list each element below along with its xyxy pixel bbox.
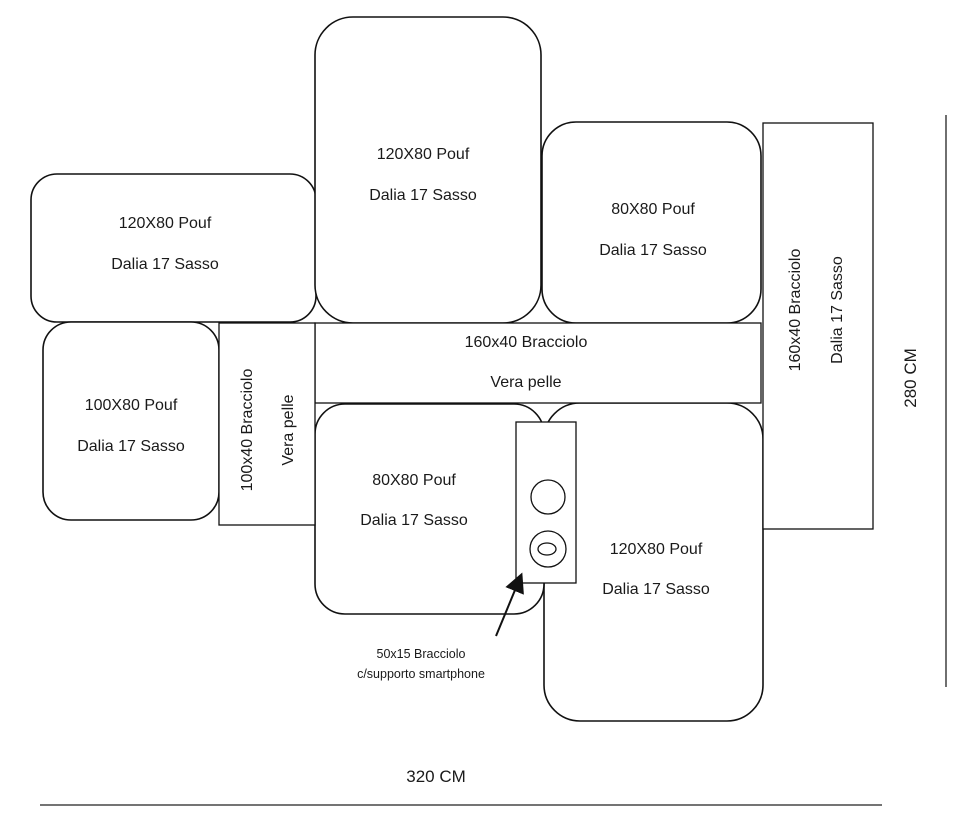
- pouf-mid-left: 100X80 Pouf Dalia 17 Sasso: [42, 321, 220, 521]
- pouf-mid-left-fabric: Dalia 17 Sasso: [77, 438, 185, 455]
- phone-support-armrest: [515, 421, 577, 584]
- pouf-top-right-size: 80X80 Pouf: [611, 201, 695, 218]
- pouf-top-center-fabric: Dalia 17 Sasso: [369, 187, 477, 204]
- pouf-top-left-size: 120X80 Pouf: [119, 215, 212, 232]
- pouf-bottom-right-size: 120X80 Pouf: [610, 541, 703, 558]
- armrest-horizontal-size: 160x40 Bracciolo: [465, 334, 588, 351]
- armrest-vertical-right-size: 160x40 Bracciolo: [787, 249, 804, 372]
- pouf-center-size: 80X80 Pouf: [372, 472, 456, 489]
- armrest-vertical-left-size: 100x40 Bracciolo: [239, 369, 256, 492]
- callout-size: 50x15 Bracciolo: [377, 647, 466, 661]
- pouf-top-center-size: 120X80 Pouf: [377, 146, 470, 163]
- pouf-top-left: 120X80 Pouf Dalia 17 Sasso: [30, 173, 317, 323]
- pouf-bottom-right-fabric: Dalia 17 Sasso: [602, 581, 710, 598]
- armrest-horizontal: 160x40 Bracciolo Vera pelle: [314, 322, 762, 404]
- pouf-center: 80X80 Pouf Dalia 17 Sasso: [314, 403, 545, 615]
- pouf-top-left-fabric: Dalia 17 Sasso: [111, 256, 219, 273]
- pouf-mid-left-size: 100X80 Pouf: [85, 397, 178, 414]
- pouf-top-right: 80X80 Pouf Dalia 17 Sasso: [541, 121, 762, 324]
- pouf-bottom-right: 120X80 Pouf Dalia 17 Sasso: [543, 402, 764, 722]
- width-dimension-label: 320 CM: [406, 767, 466, 786]
- smartphone-holder-inner-icon: [537, 542, 557, 556]
- pouf-top-right-fabric: Dalia 17 Sasso: [599, 242, 707, 259]
- callout-arrow: [495, 572, 524, 637]
- armrest-horizontal-material: Vera pelle: [490, 374, 561, 391]
- armrest-vertical-right-fabric: Dalia 17 Sasso: [829, 256, 846, 364]
- cup-holder-icon: [530, 479, 566, 515]
- pouf-center-fabric: Dalia 17 Sasso: [360, 512, 468, 529]
- callout-description: c/supporto smartphone: [357, 667, 485, 681]
- pouf-top-center: 120X80 Pouf Dalia 17 Sasso: [314, 16, 542, 324]
- height-dimension-label: 280 CM: [901, 348, 920, 408]
- armrest-vertical-right: 160x40 Bracciolo Dalia 17 Sasso: [762, 122, 874, 530]
- armrest-vertical-left: 100x40 Bracciolo Vera pelle: [218, 322, 316, 526]
- armrest-vertical-left-material: Vera pelle: [280, 394, 297, 465]
